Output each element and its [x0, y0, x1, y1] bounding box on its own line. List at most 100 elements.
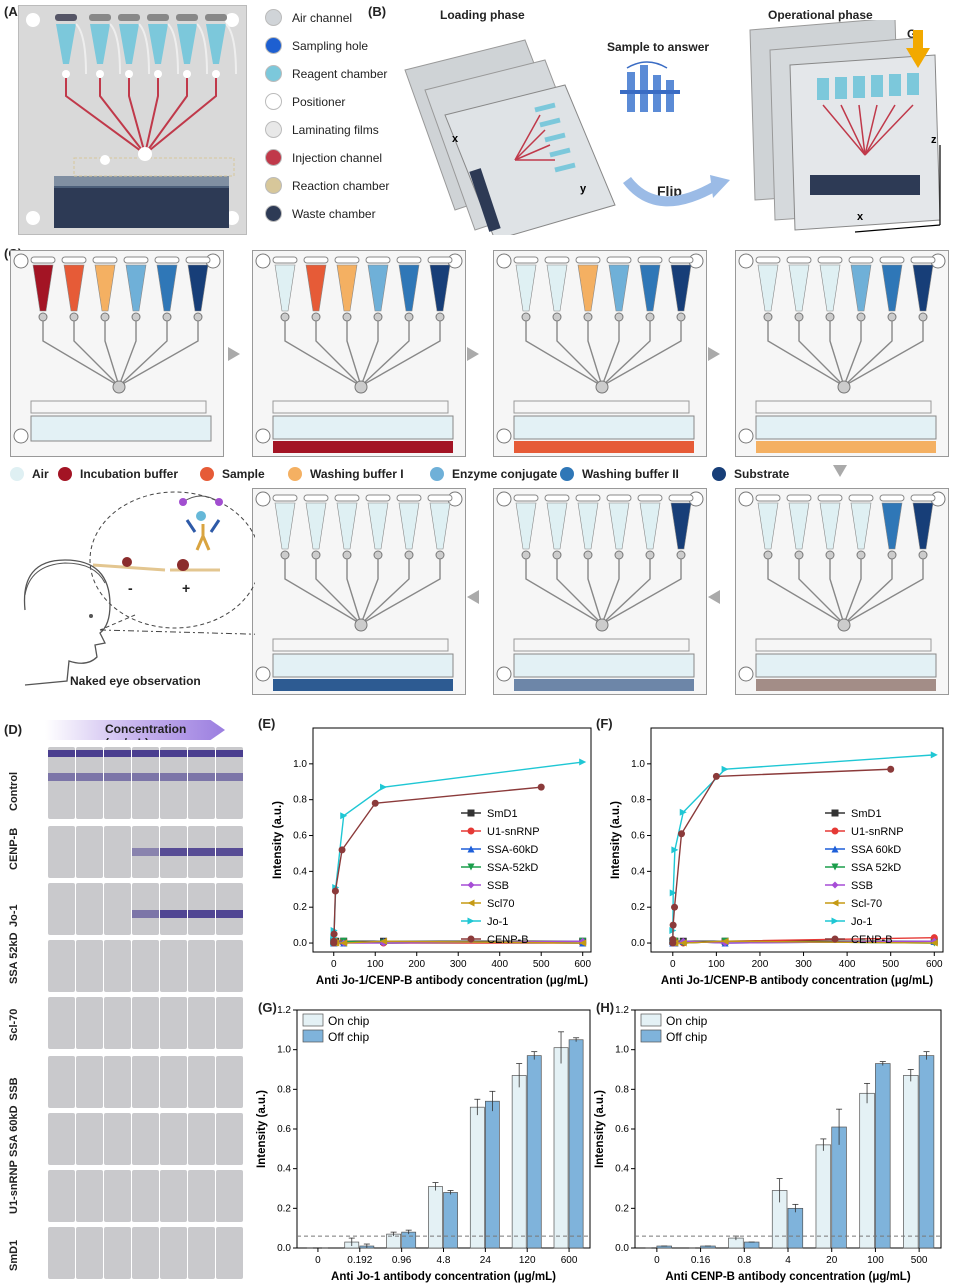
- test-strip: [48, 1056, 75, 1108]
- y-tick-label: 0.0: [293, 938, 307, 949]
- test-strip: [48, 997, 75, 1049]
- legend-item-c: Air: [10, 467, 49, 481]
- test-strip: [76, 883, 103, 935]
- bar: [859, 1092, 875, 1249]
- error-bar: [390, 1231, 397, 1237]
- test-strip: [132, 940, 159, 992]
- x-tick-label: 500: [533, 959, 550, 970]
- y-tick-label: 0.2: [631, 902, 645, 913]
- x-tick-label: 300: [795, 959, 812, 970]
- x-tick-label: 120: [519, 1255, 536, 1266]
- legend-item-a: Laminating films: [265, 121, 379, 138]
- x-tick-label: 0: [331, 959, 337, 970]
- legend-label: Off chip: [328, 1030, 369, 1044]
- panel-b-label: (B): [368, 4, 387, 19]
- legend-marker: [467, 827, 475, 835]
- control-band: [132, 773, 159, 781]
- test-strip: [160, 883, 187, 935]
- panel-a-chip: [18, 5, 247, 235]
- legend-swatch-c: [430, 467, 444, 481]
- legend-item-c: Substrate: [712, 467, 789, 481]
- chip-state-panel: [252, 488, 466, 695]
- control-band: [48, 773, 75, 781]
- legend-marker: [831, 845, 839, 853]
- legend-label: Jo-1: [487, 916, 508, 928]
- test-strip: [216, 747, 243, 819]
- error-bar: [573, 1037, 580, 1042]
- control-band: [160, 773, 187, 781]
- test-strip: [216, 1056, 243, 1108]
- legend-label: Injection channel: [292, 150, 383, 165]
- y-tick-label: 0.2: [293, 902, 307, 913]
- legend-label: SSA-60kD: [487, 844, 538, 856]
- y-tick-label: 1.2: [277, 1005, 291, 1016]
- legend-label: Reaction chamber: [292, 178, 390, 193]
- legend-label-c: Substrate: [734, 467, 790, 481]
- error-bar: [820, 1138, 827, 1151]
- panel-g-label: (G): [258, 1000, 277, 1015]
- bar: [526, 1055, 542, 1249]
- data-point: [537, 783, 545, 791]
- y-tick-label: 0.8: [277, 1084, 291, 1095]
- x-tick-label: 500: [882, 959, 899, 970]
- test-strip: [76, 1113, 103, 1165]
- naked-eye-illustration: [23, 491, 255, 686]
- control-band: [160, 750, 187, 757]
- x-axis-label: Anti Jo-1 antibody concentration (μg/mL): [331, 1271, 556, 1283]
- error-bar: [447, 1190, 454, 1195]
- panel-e-label: (E): [258, 716, 276, 731]
- legend-label: Scl-70: [851, 898, 882, 910]
- chip-diagram-a: [26, 13, 239, 228]
- gravity-label: G: [907, 27, 917, 41]
- bar: [831, 1126, 847, 1249]
- legend-marker: [467, 899, 475, 907]
- y-axis-label: Intensity (a.u.): [594, 1090, 606, 1168]
- bar: [401, 1231, 417, 1249]
- test-strip: [104, 1056, 131, 1108]
- chip-state-panel: [252, 250, 466, 457]
- legend-label: On chip: [328, 1014, 370, 1028]
- error-bar: [531, 1051, 538, 1060]
- test-strip: [76, 747, 103, 819]
- y-tick-label: 0.8: [631, 795, 645, 806]
- y-tick-label: 0.6: [615, 1124, 629, 1135]
- strip-row-label: Jo-1: [8, 904, 20, 927]
- legend-swatch: [265, 149, 282, 166]
- bar: [743, 1241, 760, 1249]
- legend-label: Jo-1: [851, 916, 872, 928]
- strip-row-label: SSB: [8, 1077, 20, 1100]
- legend-marker: [467, 881, 475, 889]
- legend-swatch-c: [288, 467, 302, 481]
- data-point: [371, 799, 379, 807]
- legend-label: SSB: [851, 880, 873, 892]
- legend-label: Reagent chamber: [292, 66, 388, 81]
- test-strip: [216, 940, 243, 992]
- legend-label: Sampling hole: [292, 38, 369, 53]
- test-strip: [104, 1227, 131, 1279]
- y-tick-label: 1.0: [615, 1045, 629, 1056]
- error-bar: [489, 1090, 496, 1112]
- concentration-header: Concentration (μg/mL): [45, 720, 225, 740]
- legend-label: Air channel: [292, 10, 353, 25]
- y-tick-label: 0.0: [631, 938, 645, 949]
- x-tick-label: 0: [654, 1255, 660, 1266]
- test-strip: [160, 997, 187, 1049]
- x-axis-label: Anti Jo-1/CENP-B antibody concentration …: [661, 975, 933, 987]
- test-strip: [104, 997, 131, 1049]
- y-axis-label: Intensity (a.u.): [610, 801, 622, 879]
- test-strip: [48, 883, 75, 935]
- test-strip: [188, 1113, 215, 1165]
- legend-label: SmD1: [851, 808, 882, 820]
- x-tick-label: 0.8: [737, 1255, 751, 1266]
- test-strip: [188, 997, 215, 1049]
- bar: [485, 1100, 500, 1249]
- test-strip: [188, 1227, 215, 1279]
- y-tick-label: 0.0: [615, 1243, 629, 1254]
- x-tick-label: 600: [561, 1255, 578, 1266]
- test-band: [216, 910, 243, 918]
- bar: [903, 1075, 919, 1249]
- strip-row-label: U1-snRNP: [8, 1160, 20, 1214]
- data-point: [930, 751, 938, 759]
- y-tick-label: 0.6: [277, 1124, 291, 1135]
- test-strip: [132, 997, 159, 1049]
